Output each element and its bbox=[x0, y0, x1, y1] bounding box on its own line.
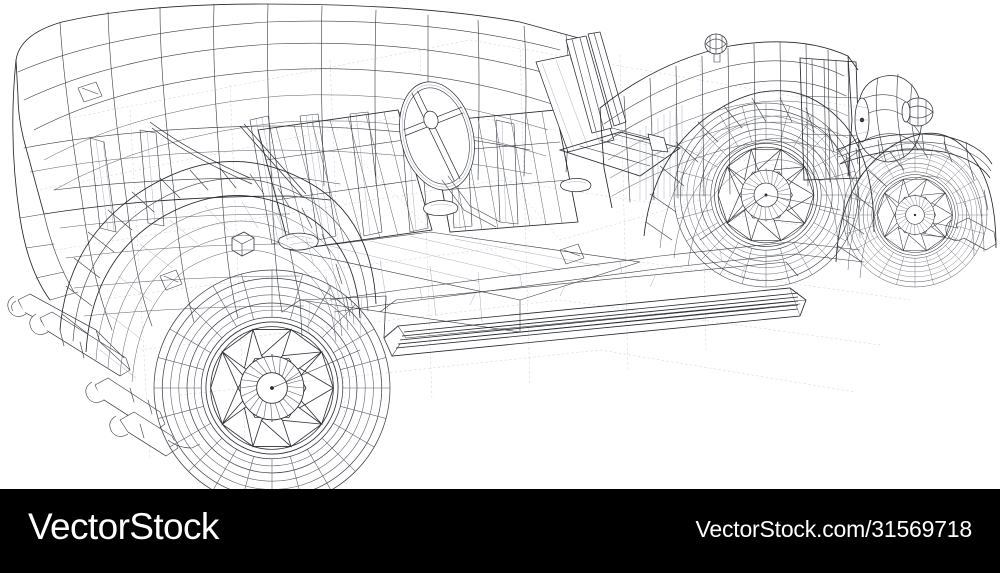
wireframe-car-illustration bbox=[0, 0, 1000, 489]
rear-bumper bbox=[7, 293, 201, 457]
artboard-background bbox=[0, 0, 1000, 489]
rear-fender bbox=[59, 161, 377, 383]
vectorstock-brand-wordmark: VectorStock bbox=[28, 506, 219, 547]
vectorstock-url-label: VectorStock.com/31569718 bbox=[695, 516, 973, 542]
brackets bbox=[159, 243, 585, 291]
wheel-front bbox=[842, 142, 988, 288]
chassis bbox=[271, 194, 865, 389]
hood-ornament bbox=[704, 33, 728, 63]
mirror-arm bbox=[611, 127, 669, 153]
tonneau-deck bbox=[249, 111, 519, 245]
marker-lamp bbox=[901, 97, 934, 127]
windshield bbox=[535, 31, 681, 177]
rear-detail bbox=[77, 81, 307, 197]
illustration-artboard bbox=[0, 0, 1000, 489]
watermark-footer-bar bbox=[0, 489, 1000, 573]
running-board bbox=[379, 261, 807, 357]
lower-body-side bbox=[281, 295, 387, 339]
hidden-construction-lines bbox=[39, 39, 931, 461]
door-handle bbox=[278, 178, 592, 251]
